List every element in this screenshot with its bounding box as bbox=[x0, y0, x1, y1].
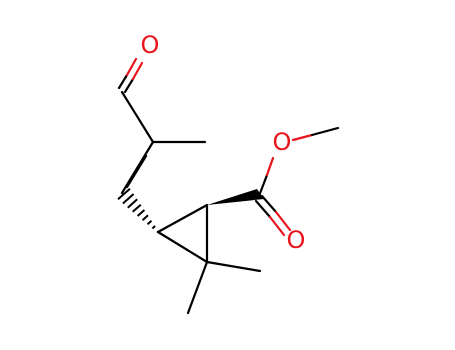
bond-ester-co-a-red bbox=[274, 210, 292, 232]
hash-wedge-stroke bbox=[127, 198, 138, 209]
bond-aldehyde-co-b-black bbox=[117, 73, 129, 90]
bond-aldehyde-co-a-black bbox=[123, 77, 135, 94]
aldehyde-oxygen-label: O bbox=[141, 31, 160, 59]
hash-wedge-stroke bbox=[151, 225, 156, 230]
hash-wedge-stroke bbox=[156, 230, 160, 234]
ester-carbonyl-oxygen-label: O bbox=[287, 226, 306, 254]
bond-o-methyl-black bbox=[310, 126, 340, 137]
bond-ring-left-right bbox=[156, 203, 209, 234]
bond-hash-wedge-vinyl bbox=[117, 187, 160, 234]
bond-aldehyde-co-a-red bbox=[131, 61, 144, 81]
bond-ester-co-a-black bbox=[260, 194, 278, 214]
hash-wedge-stroke bbox=[141, 214, 149, 221]
hash-wedge-stroke bbox=[122, 193, 135, 205]
bond-ester-c-to-o-black bbox=[257, 173, 269, 198]
bond-alkene-double-inner bbox=[125, 154, 148, 189]
bond-o-methyl-red bbox=[291, 133, 314, 142]
ester-ether-oxygen-label: O bbox=[273, 128, 292, 156]
hash-wedge-stroke bbox=[132, 203, 142, 213]
hash-wedge-stroke bbox=[117, 187, 131, 201]
bond-gem-methyl-down bbox=[186, 260, 209, 315]
hash-wedge-stroke bbox=[136, 209, 146, 217]
bond-alkene-double-outer bbox=[120, 140, 155, 195]
bond-wedge-ester bbox=[207, 189, 264, 205]
bond-gem-methyl-right bbox=[205, 260, 262, 273]
bond-aldehyde-co-b-red bbox=[125, 57, 138, 77]
bond-ring-left-bottom bbox=[156, 230, 209, 264]
bond-ester-c-to-o-red bbox=[265, 156, 275, 177]
bond-ester-co-b-black bbox=[254, 199, 272, 219]
bond-ester-co-b-red bbox=[268, 215, 286, 237]
bond-cho-to-alkene bbox=[120, 90, 155, 144]
hash-wedge-stroke bbox=[146, 219, 153, 226]
